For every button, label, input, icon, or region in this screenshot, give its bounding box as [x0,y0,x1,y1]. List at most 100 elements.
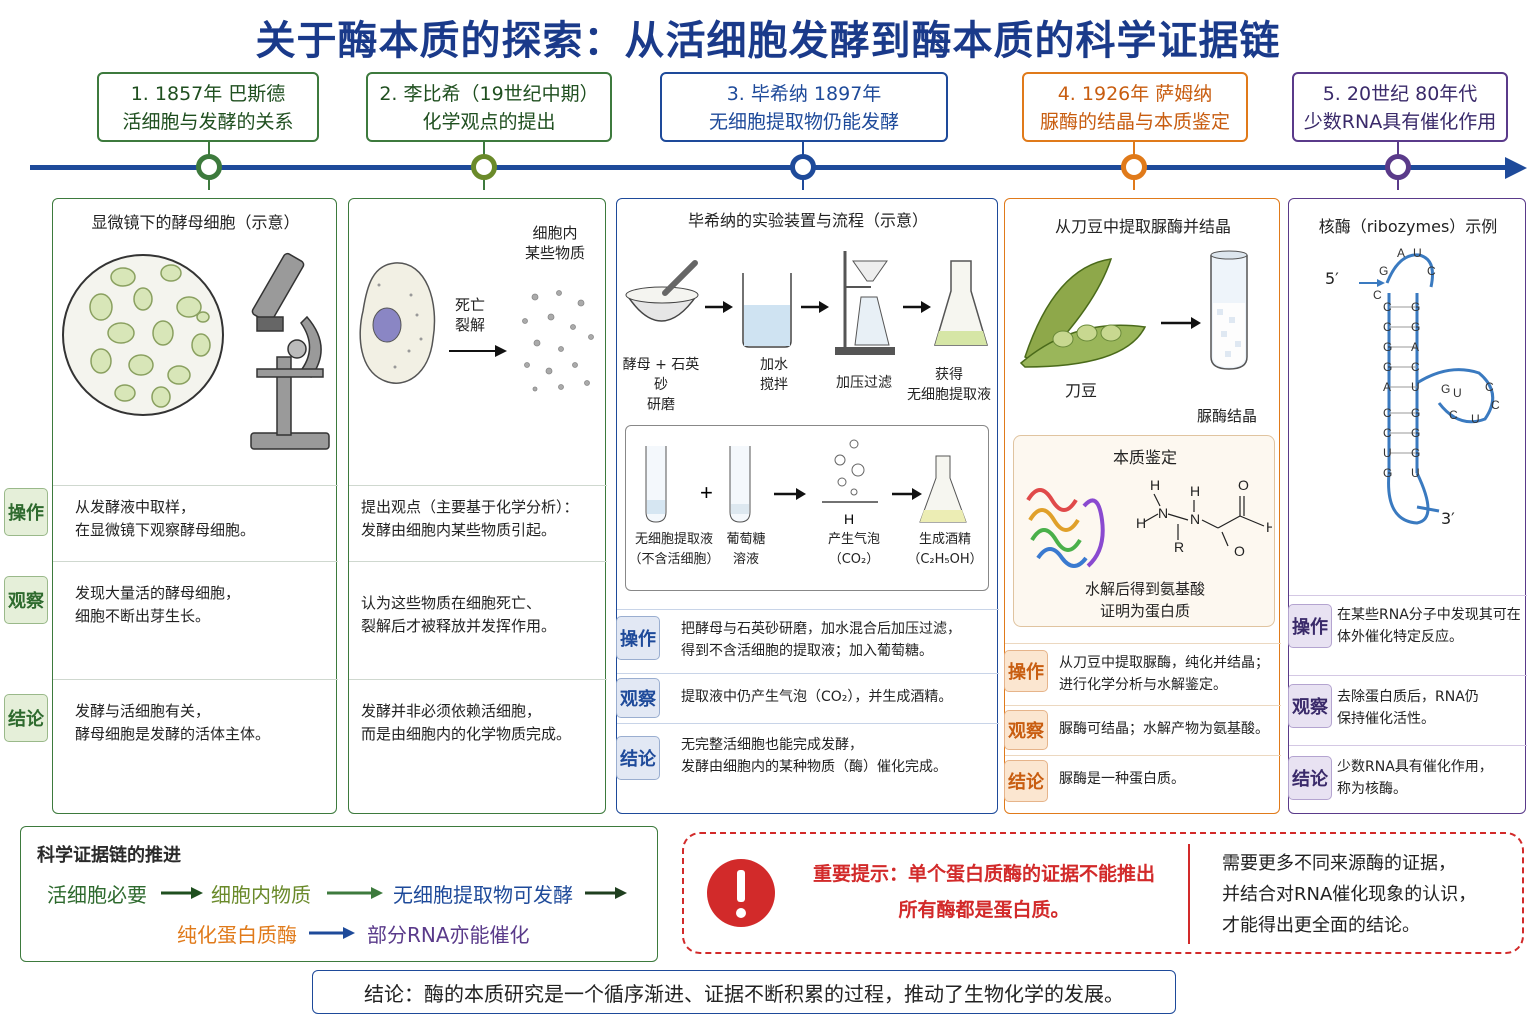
card-5-con-row: 结论 少数RNA具有催化作用， 称为核酶。 [1288,745,1527,811]
svg-text:U: U [1383,446,1392,460]
tag-operation: 操作 [1288,604,1332,648]
card-3-obs-row: 观察 提取液中仍产生气泡（CO₂），并生成酒精。 [616,673,999,721]
card-4-obs-row: 观察 脲酶可结晶；水解产物为氨基酸。 [1004,705,1281,753]
svg-text:U: U [1471,412,1480,426]
card-2-obs-row: 认为这些物质在细胞死亡、 裂解后才被释放并发挥作用。 [349,561,607,677]
stage-3-header: 3. 毕希纳 1897年 无细胞提取物仍能发酵 [660,72,948,142]
card-5-caption: 核酶（ribozymes）示例 [1318,217,1498,236]
conclusion-banner: 结论：酶的本质研究是一个循序渐进、证据不断积累的过程，推动了生物化学的发展。 [312,970,1176,1014]
svg-text:O: O [1234,543,1245,559]
card-2-arrow-label: 死亡 裂解 [454,296,485,334]
step-1-label: 酵母 + 石英砂 研磨 [622,357,700,413]
warning-side-text: 需要更多不同来源酶的证据， 并结合对RNA催化现象的认识， 才能得出更全面的结论… [1222,853,1477,936]
card-5-con-text: 少数RNA具有催化作用， 称为核酶。 [1337,759,1493,797]
timeline-node-3 [790,154,816,180]
card-4-obs-text: 脲酶可结晶；水解产物为氨基酸。 [1059,721,1269,737]
stage-4-header: 4. 1926年 萨姆纳 脲酶的结晶与本质鉴定 [1022,72,1248,142]
svg-text:H: H [1190,483,1200,499]
svg-text:G: G [1379,264,1388,278]
svg-text:U: U [1411,380,1420,394]
page-title: 关于酶本质的探索：从活细胞发酵到酶本质的科学证据链 [255,18,1281,64]
card-5-obs-text: 去除蛋白质后，RNA仍 保持催化活性。 [1337,689,1479,727]
svg-text:H: H [1150,477,1160,493]
bean-to-crystal-illustration [1019,250,1248,370]
card-1-op-row: 从发酵液中取样， 在显微镜下观察酵母细胞。 [53,485,338,559]
card-1-op-text: 从发酵液中取样， 在显微镜下观察酵母细胞。 [75,498,256,539]
svg-text:C: C [1383,300,1392,314]
svg-text:A: A [1383,380,1391,394]
card-2-op-text: 提出观点（主要基于化学分析）： 发酵由细胞内某些物质引起。 [361,498,579,539]
tag-conclusion: 结论 [616,736,660,780]
svg-text:C: C [1485,380,1494,394]
three-prime-label: 3′ [1441,509,1455,528]
card-3-obs-text: 提取液中仍产生气泡（CO₂），并生成酒精。 [681,689,953,705]
yeast-microscope-illustration [62,252,330,450]
card-2-obs-text: 认为这些物质在细胞死亡、 裂解后才被释放并发挥作用。 [361,594,557,635]
identification-text: 水解后得到氨基酸 证明为蛋白质 [1084,580,1205,620]
identification-title: 本质鉴定 [1112,448,1177,467]
card-1-con-row: 发酵与活细胞有关， 酵母细胞是发酵的活体主体。 [53,679,338,813]
card-5-op-text: 在某些RNA分子中发现其可在 体外催化特定反应。 [1337,607,1521,645]
stage-3-subtitle: 无细胞提取物仍能发酵 [708,111,899,133]
svg-text:N: N [1190,511,1200,527]
svg-text:U: U [1411,466,1420,480]
svg-text:C: C [1449,408,1458,422]
card-3-op-text: 把酵母与石英砂研磨，加水混合后加压过滤， 得到不含活细胞的提取液；加入葡萄糖。 [681,621,961,659]
tag-operation: 操作 [4,488,48,536]
fermentation-test-panel: + H 无细胞提取液 （不含活细胞） 葡萄糖 溶液 产生气泡 （CO₂） 生成酒… [625,425,989,591]
fermentation-test-illustration: + H [645,439,967,526]
card-3-con-text: 无完整活细胞也能完成发酵， 发酵由细胞内的某种物质（酶）催化完成。 [681,737,947,775]
card-2-con-text: 发酵并非必须依赖活细胞， 而是由细胞内的化学物质完成。 [361,702,572,743]
svg-text:G: G [1441,382,1450,396]
card-4-con-text: 脲酶是一种蛋白质。 [1059,771,1185,787]
svg-text:G: G [1383,466,1392,480]
svg-text:G: G [1411,300,1420,314]
chain-arrow [585,887,627,899]
tag-observation: 观察 [4,576,48,624]
chain-step-1: 活细胞必要 [47,883,147,907]
svg-text:U: U [1453,386,1462,400]
stage-2-year: 2. 李比希（19世纪中期） [379,83,599,105]
card-1-caption: 显微镜下的酵母细胞（示意） [91,213,300,232]
chain-step-5: 部分RNA亦能催化 [367,923,530,947]
released-substances-icon [522,290,594,392]
card-2-op-row: 提出观点（主要基于化学分析）： 发酵由细胞内某些物质引起。 [349,485,607,559]
warning-main-text: 重要提示：单个蛋白质酶的证据不能推出 所有酶都是蛋白质。 [812,863,1155,921]
stage-5-year: 5. 20世纪 80年代 [1322,83,1478,105]
evidence-chain-title: 科学证据链的推进 [37,845,181,866]
svg-text:G: G [1411,446,1420,460]
tag-operation: 操作 [1004,650,1048,692]
svg-text:N: N [1158,505,1168,521]
five-prime-label: 5′ [1325,269,1339,288]
svg-text:C: C [1427,264,1436,278]
svg-text:G: G [1411,320,1420,334]
bean-label: 刀豆 [1065,381,1098,400]
card-1-obs-row: 发现大量活的酵母细胞， 细胞不断出芽生长。 [53,561,338,677]
stage-1-header: 1. 1857年 巴斯德 活细胞与发酵的关系 [97,72,319,142]
card-buchner: 毕希纳的实验装置与流程（示意） 酵母 + 石英砂 研磨 加水 搅拌 加压过滤 获… [616,198,999,814]
card-pasteur: 显微镜下的酵母细胞（示意） 从发酵液中取样， 在显微镜下观察酵母细胞。 发现大量… [52,198,338,814]
step-2-label: 加水 搅拌 [760,357,788,393]
tag-conclusion: 结论 [1004,760,1048,802]
stage-4-year: 4. 1926年 萨姆纳 [1057,83,1213,105]
svg-text:R: R [1174,539,1184,555]
timeline-node-4 [1121,154,1147,180]
yeast-cell-illustration [359,262,436,384]
svg-text:+: + [700,480,713,505]
chain-arrow [161,887,203,899]
card-2-cell-label: 细胞内 某些物质 [524,224,585,262]
svg-text:U: U [1413,246,1422,260]
step-4-label: 获得 无细胞提取液 [907,367,991,403]
exclamation-icon [707,859,775,927]
warning-divider [1188,844,1190,944]
card-liebig: 死亡 裂解 细胞内 某些物质 提出观点（主要基于化学分析）： 发酵由细胞内某些物… [348,198,607,814]
chain-arrow [327,887,383,899]
test-2-label: 葡萄糖 溶液 [726,532,766,567]
svg-text:C: C [1383,406,1392,420]
svg-text:C: C [1411,360,1420,374]
svg-text:H: H [1136,515,1146,531]
svg-text:O: O [1238,477,1249,493]
stage-3-year: 3. 毕希纳 1897年 [726,83,882,105]
step-3-label: 加压过滤 [836,375,892,391]
